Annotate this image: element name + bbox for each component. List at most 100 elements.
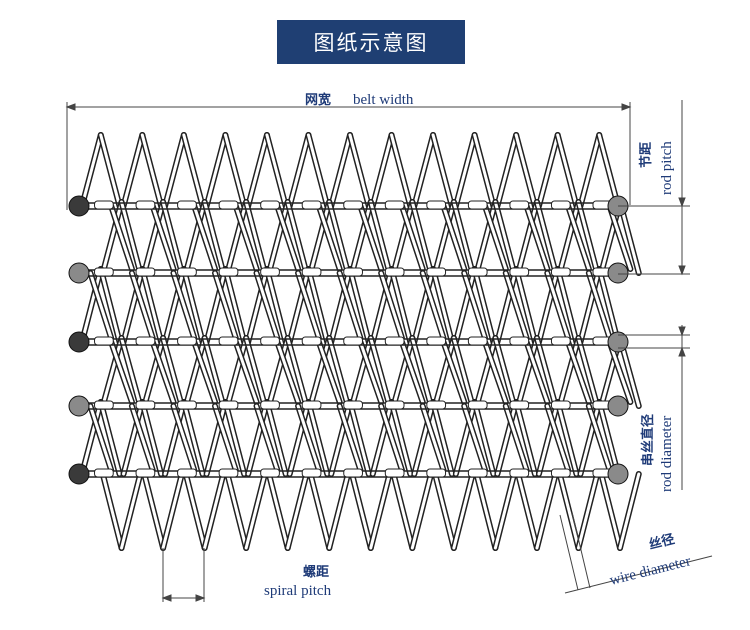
mesh-wire-x2-10	[504, 271, 529, 340]
mesh-wire-x4-6	[338, 404, 362, 472]
rod-0-segment-0	[94, 200, 114, 210]
mesh-wire-b3-9-r	[493, 336, 516, 408]
mesh-wire-b3-0-r	[120, 336, 142, 408]
rod-3-segment-11	[550, 400, 571, 410]
mesh-wire-x2-12	[587, 271, 612, 340]
header-bar: 图纸示意图	[277, 20, 465, 64]
mesh-wire-top-11-l	[537, 133, 560, 208]
mesh-wire-x2-4	[255, 271, 279, 340]
mesh-wire-bot-12-r	[618, 472, 641, 550]
mesh-wire-b1-0-r	[120, 200, 142, 275]
mesh-wire-bot-1-r	[161, 472, 184, 550]
rod-2-segment-7	[384, 336, 405, 346]
mesh-wire-top-0-r	[99, 133, 122, 208]
mesh-wire-b4-7-r	[390, 400, 412, 476]
wire-diameter-extension-1	[559, 514, 579, 591]
mesh-wire-x4-3	[213, 404, 238, 472]
mesh-wire-b4-8-r	[431, 400, 454, 476]
mesh-wire-b1-10-r	[535, 200, 558, 275]
mesh-wire-bot-1-l	[142, 472, 165, 550]
rod-0-segment-6	[343, 200, 363, 210]
mesh-wire-bot-8-r	[452, 472, 475, 550]
rod-3-segment-7	[384, 400, 405, 410]
rod-1-segment-11	[550, 267, 571, 277]
mesh-wire-b3-10-r	[535, 336, 558, 408]
mesh-wire-x1-5	[317, 204, 342, 271]
rod-3-segment-1	[135, 400, 156, 410]
mesh-wire-x2-0	[88, 271, 113, 340]
mesh-wire-b2-3-r	[223, 267, 246, 344]
mesh-wire-b3-2-r	[203, 336, 225, 408]
mesh-wire-b2-3-l	[205, 267, 227, 344]
mesh-wire-bot-9-r	[493, 472, 516, 550]
rod-1-segment-5	[301, 267, 322, 277]
rod-1-segment-6	[343, 267, 363, 277]
mesh-wire-x2-6	[338, 271, 362, 340]
mesh-wire-bot-4-l	[267, 472, 290, 550]
rod-4-segment-6	[343, 468, 363, 478]
mesh-wire-b1-6-r	[369, 200, 392, 275]
mesh-wire-x2-7	[379, 271, 404, 340]
mesh-wire-b3-9-l	[475, 336, 497, 408]
rod-3-segment-3	[218, 400, 239, 410]
mesh-wire-x2-9	[462, 271, 487, 340]
rod-1-segment-7	[384, 267, 405, 277]
rod-3-segment-9	[467, 400, 488, 410]
wire-diameter-leader-line	[564, 555, 713, 594]
mesh-wire-x3-9	[483, 340, 508, 404]
mesh-wire-b4-1-r	[140, 400, 163, 476]
mesh-wire-x1-10	[525, 204, 549, 271]
mesh-wire-bot-10-l	[516, 472, 539, 550]
rod-4-segment-3	[218, 468, 239, 478]
mesh-wire-x4-4	[255, 404, 279, 472]
mesh-wire-bot-11-r	[576, 472, 599, 550]
mesh-wire-b2-9-r	[473, 267, 495, 344]
mesh-wire-b2-5-l	[288, 267, 310, 344]
mesh-wire-x3-10	[525, 340, 549, 404]
rod-4-segment-9	[467, 468, 488, 478]
wire-diameter-label-en: wire diameter	[608, 553, 692, 589]
mesh-wire-b1-9-r	[493, 200, 516, 275]
mesh-wire-bot-10-r	[535, 472, 558, 550]
mesh-wire-b2-12-l	[578, 267, 601, 344]
mesh-wire-x3-8	[441, 340, 466, 404]
mesh-wire-top-1-l	[122, 133, 144, 208]
mesh-wire-b3-2-l	[184, 336, 207, 408]
rod-1-segment-0	[94, 267, 114, 277]
mesh-wire-x1-4	[275, 204, 300, 271]
mesh-wire-x3-3	[234, 340, 259, 404]
mesh-wire-b3-5-l	[308, 336, 331, 408]
spiral-pitch-arrow-left	[161, 594, 172, 602]
mesh-wire-top-5-l	[288, 133, 310, 208]
mesh-wire-b4-2-r	[182, 400, 205, 476]
rod-3-segment-5	[301, 400, 322, 410]
mesh-wire-bot-0-l	[101, 472, 124, 550]
mesh-wire-b4-11-l	[537, 400, 560, 476]
mesh-wire-b4-4-l	[246, 400, 269, 476]
mesh-wire-bot-7-l	[392, 472, 414, 550]
mesh-wire-b3-4-l	[267, 336, 290, 408]
rod-0-segment-4	[260, 200, 280, 210]
mesh-wire-x3-4	[275, 340, 300, 404]
mesh-wire-b4-0-l	[80, 400, 103, 476]
mesh-wire-b3-1-l	[142, 336, 165, 408]
mesh-wire-x4-2	[171, 404, 196, 472]
rod-0-segment-8	[426, 200, 447, 210]
mesh-wire-top-3-l	[205, 133, 227, 208]
mesh-wire-x1-9	[483, 204, 508, 271]
mesh-wire-top-5-r	[306, 133, 329, 208]
mesh-wire-b1-5-l	[308, 200, 331, 275]
rod-pitch-arrow-bottom	[678, 265, 686, 276]
rod-2-segment-5	[301, 336, 322, 346]
mesh-wire-x4-5	[296, 404, 321, 472]
belt-width-arrow-right	[621, 103, 632, 111]
mesh-wire-x4-11	[545, 404, 570, 472]
mesh-wire-b4-11-r	[556, 400, 578, 476]
wire-diameter-label-cn: 丝径	[647, 531, 676, 553]
mesh-wire-b2-6-l	[329, 267, 352, 344]
mesh-wire-b4-3-l	[205, 400, 227, 476]
mesh-wire-x2-3	[213, 271, 238, 340]
rod-0-segment-7	[384, 200, 405, 210]
mesh-wire-b2-0-l	[80, 267, 103, 344]
